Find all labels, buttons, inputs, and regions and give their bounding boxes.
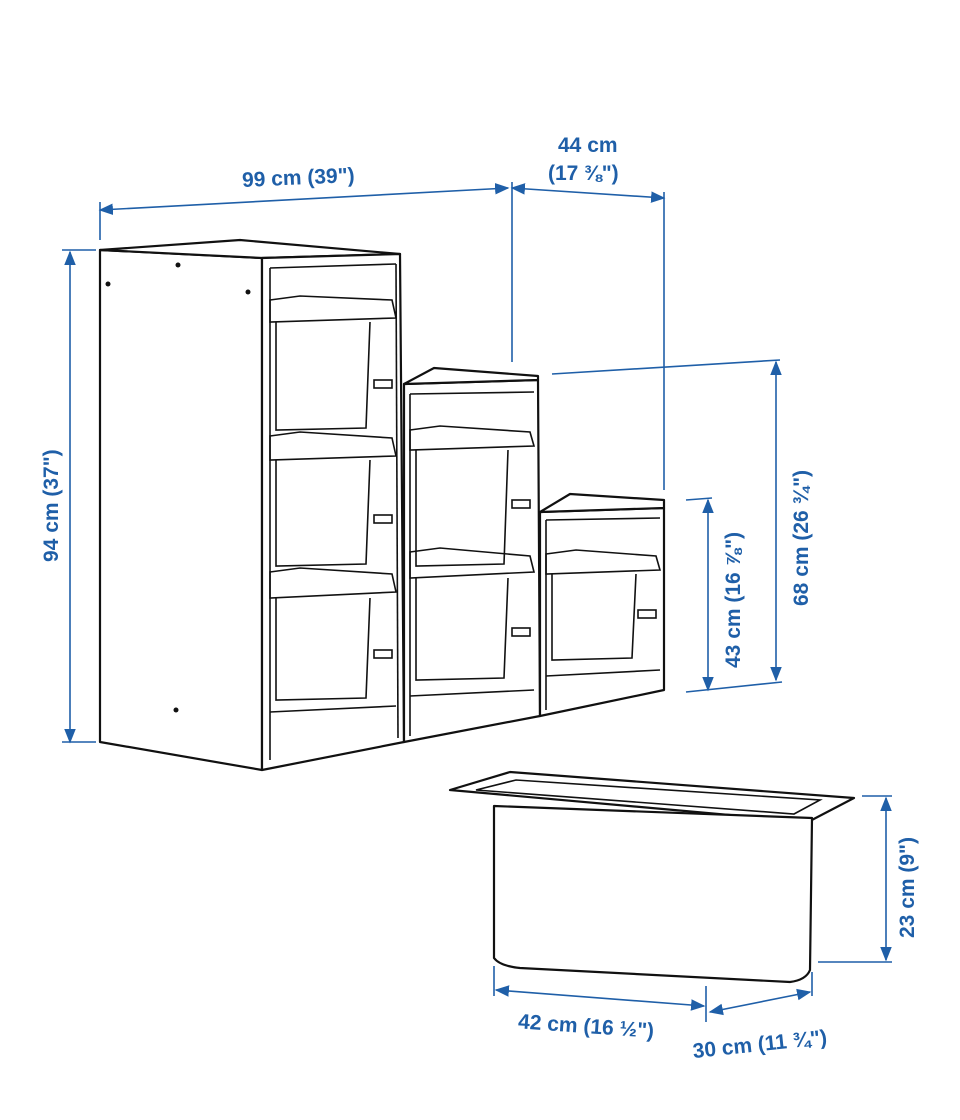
middle-height-label: 68 cm (26 ¾") (790, 470, 813, 606)
tall-column-boxes (269, 295, 397, 713)
shelf-unit (98, 238, 666, 772)
box-height-label: 23 cm (9") (896, 837, 919, 938)
storage-box (448, 770, 856, 984)
box-width-label: 42 cm (16 ½") (517, 1010, 654, 1042)
short-column (538, 506, 666, 718)
short-top (538, 492, 666, 514)
side-panel (98, 248, 264, 772)
low-height-label: 43 cm (16 ⅞") (722, 532, 745, 668)
depth-label-top: 44 cm (558, 134, 618, 157)
middle-column-boxes (409, 425, 536, 697)
middle-column (402, 378, 542, 744)
dimension-lines (62, 182, 892, 1022)
box-rim (448, 770, 856, 824)
width-label: 99 cm (39") (242, 164, 356, 192)
middle-top (402, 366, 540, 386)
tall-column (260, 252, 406, 772)
short-column-boxes (545, 549, 662, 677)
total-height-label: 94 cm (37") (40, 449, 63, 562)
depth-label-bottom: (17 ⅜") (548, 162, 619, 185)
box-body (492, 804, 814, 984)
box-depth-label: 30 cm (11 ¾") (692, 1026, 829, 1063)
